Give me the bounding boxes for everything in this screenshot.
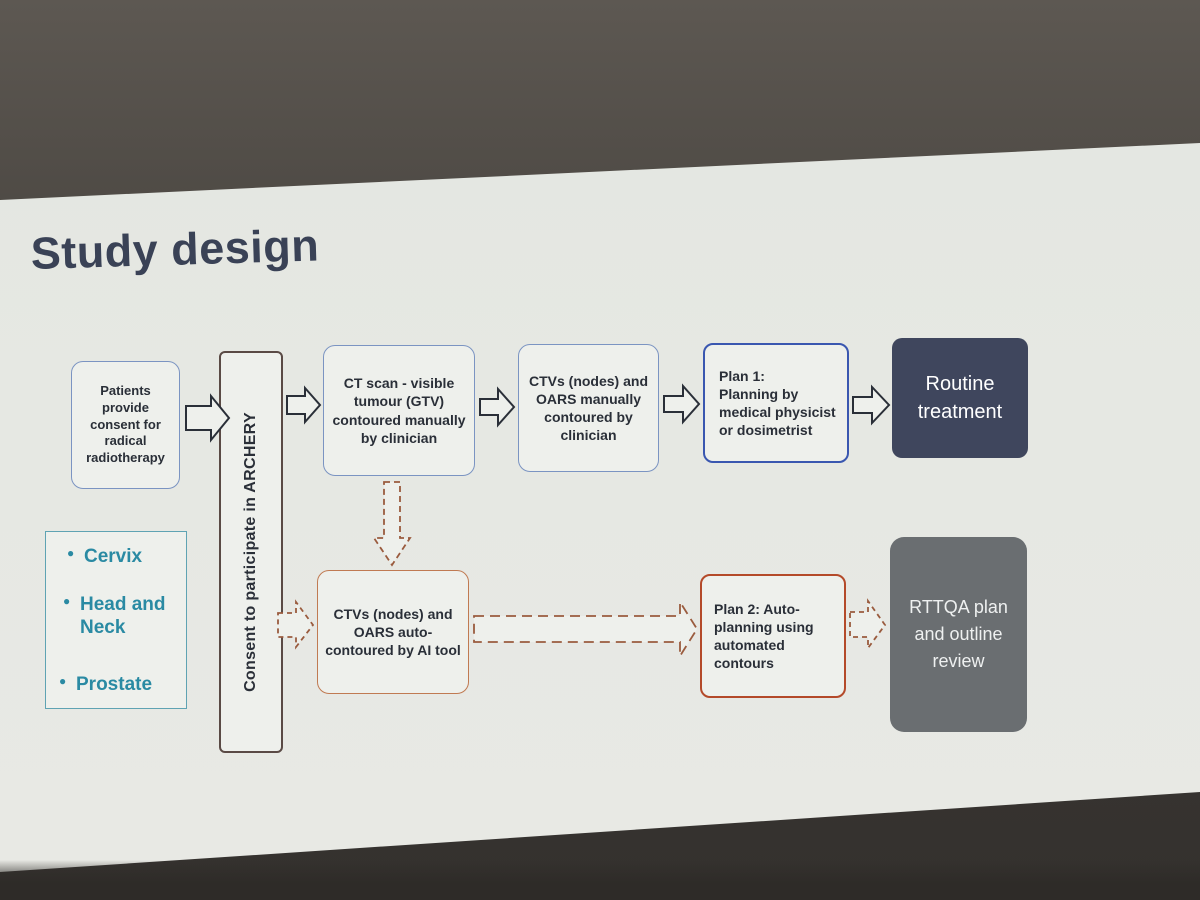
audience-shadow [0,860,1200,900]
bullet-icon: ● [63,594,71,608]
patients-consent-box: Patients provide consent for radical rad… [71,361,180,489]
site-label: Cervix [84,546,143,567]
arrow-ct-to-ctv-manual [479,386,516,428]
ctv-auto-box: CTVs (nodes) and OARS auto- contoured by… [317,570,469,694]
site-label: Head and Neck [80,594,166,638]
bullet-icon: ● [67,546,75,560]
arrow-ctv-auto-to-plan2 [473,598,699,660]
plan1-box: Plan 1: Planning by medical physicist or… [703,343,849,463]
arrow-consent-to-ct [286,385,322,425]
arrow-plan1-to-routine [852,384,891,426]
site-label: Prostate [76,674,153,695]
site-item: ● Prostate [59,674,153,697]
plan2-box: Plan 2: Auto- planning using automated c… [700,574,846,698]
ct-scan-box: CT scan - visible tumour (GTV) contoured… [323,345,475,476]
arrow-patients-to-consent [185,393,231,443]
bullet-icon: ● [59,674,67,688]
rttqa-review-box: RTTQA plan and outline review [890,537,1027,732]
site-item: ● Head and Neck [63,594,166,640]
arrow-ct-to-ctv-auto [372,481,412,567]
site-item: ● Cervix [67,546,143,569]
arrow-consent-to-ctv-auto [277,599,315,650]
ctv-manual-box: CTVs (nodes) and OARS manually contoured… [518,344,659,472]
arrow-ctv-manual-to-plan1 [663,383,701,425]
cancer-sites-box: ● Cervix ● Head and Neck ● Prostate [45,531,187,709]
routine-treatment-box: Routine treatment [892,338,1028,458]
arrow-plan2-to-rttqa [849,598,887,651]
